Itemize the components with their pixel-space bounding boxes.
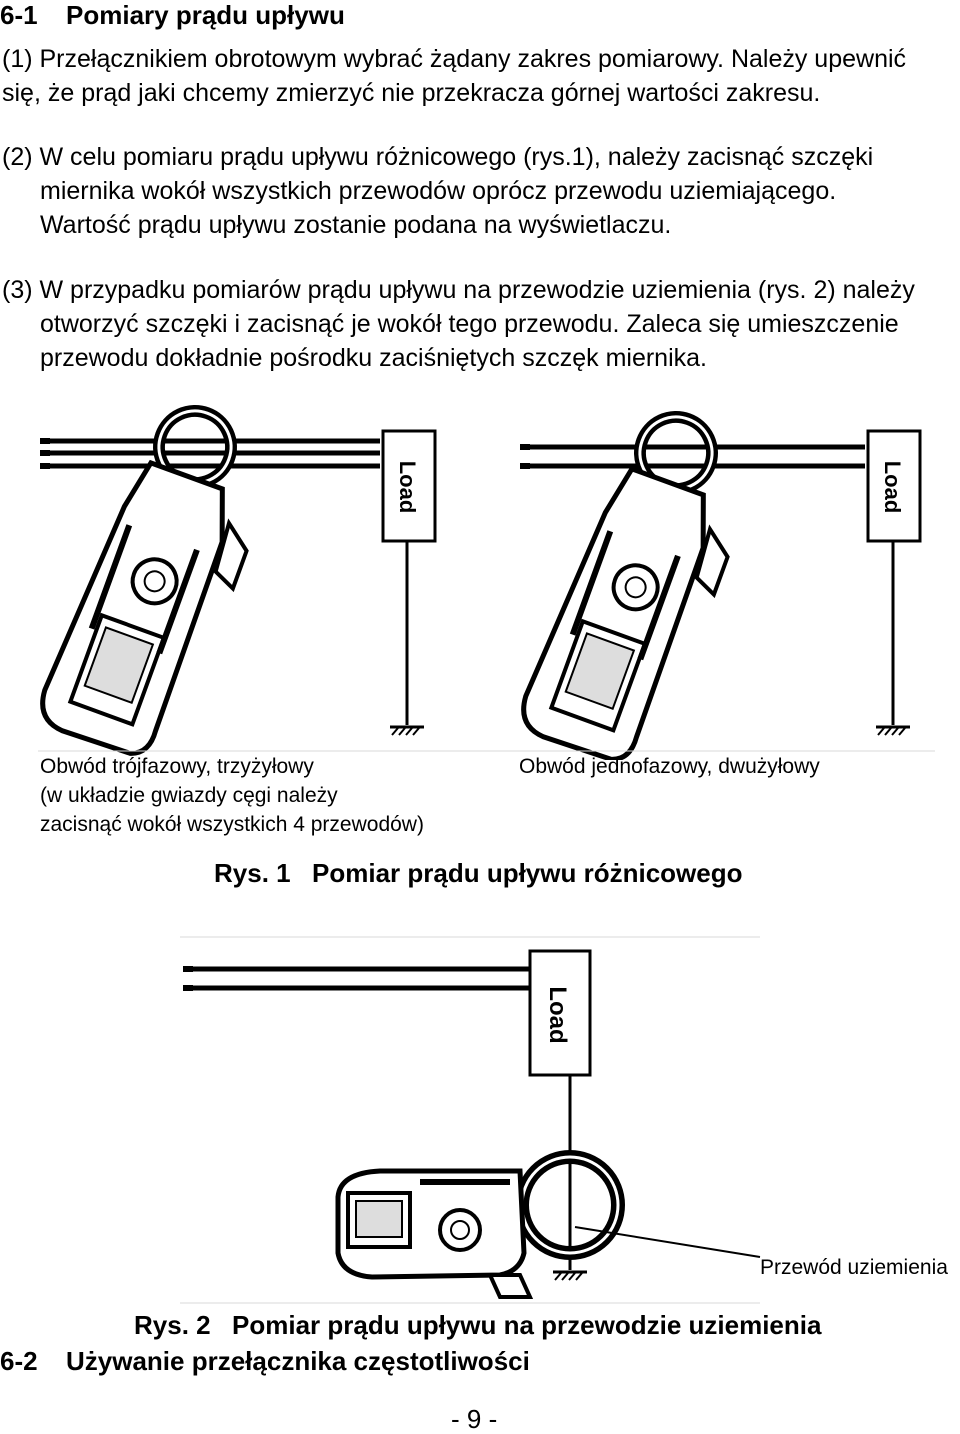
ground-symbol-icon — [553, 1270, 587, 1281]
clamp-meter-icon — [335, 1150, 625, 1299]
three-phase-wires — [40, 438, 380, 469]
section-title: Używanie przełącznika częstotliwości — [66, 1346, 530, 1376]
figure-2-title: Rys. 2 Pomiar prądu upływu na przewodzie … — [134, 1310, 821, 1340]
ground-wire-label: Przewód uziemienia — [760, 1253, 948, 1282]
section-number: 6-2 — [0, 1346, 38, 1376]
paragraph-line: (3) W przypadku pomiarów prądu upływu na… — [2, 276, 915, 304]
load-box: Load — [381, 429, 437, 543]
paragraph-line: się, że prąd jaki chcemy zmierzyć nie pr… — [2, 79, 821, 107]
figure-label: Rys. 2 — [134, 1310, 211, 1340]
paragraph-line: otworzyć szczęki i zacisnąć je wokół teg… — [40, 310, 899, 338]
ground-symbol-icon — [876, 725, 910, 736]
ground-wire-pointer — [574, 1226, 761, 1258]
single-phase-wires — [520, 444, 865, 469]
figure-label: Rys. 1 — [214, 858, 291, 888]
caption-line: Obwód trójfazowy, trzyżyłowy — [40, 755, 314, 778]
figure-2-diagram: Load — [180, 936, 761, 1304]
figure-title-text: Pomiar prądu upływu na przewodzie uziemi… — [232, 1310, 822, 1340]
figure-1-diagram: Load Load — [38, 405, 935, 760]
figure-title-text: Pomiar prądu upływu różnicowego — [312, 858, 743, 888]
figure-1-caption-left: Obwód trójfazowy, trzyżyłowy (w układzie… — [40, 752, 424, 839]
load-label: Load — [880, 461, 905, 514]
paragraph-3: (3) W przypadku pomiarów prądu upływu na… — [2, 273, 915, 375]
paragraph-line: Wartość prądu upływu zostanie podana na … — [40, 211, 672, 239]
figure-1-title: Rys. 1 Pomiar prądu upływu różnicowego — [214, 858, 743, 888]
section-title: Pomiary prądu upływu — [66, 0, 345, 30]
load-label: Load — [544, 986, 571, 1043]
section-number: 6-1 — [0, 0, 38, 30]
paragraph-line: (1) Przełącznikiem obrotowym wybrać żąda… — [2, 45, 907, 73]
figure-1-caption-right: Obwód jednofazowy, dwużyłowy — [519, 752, 820, 781]
paragraph-1: (1) Przełącznikiem obrotowym wybrać żąda… — [2, 42, 906, 110]
section-heading-6-2: 6-2 Używanie przełącznika częstotliwości — [0, 1346, 530, 1376]
caption-line: (w układzie gwiazdy cęgi należy — [40, 784, 338, 807]
paragraph-2: (2) W celu pomiaru prądu upływu różnicow… — [2, 140, 873, 242]
load-label: Load — [395, 461, 420, 514]
ground-symbol-icon — [390, 725, 424, 736]
supply-wires — [183, 966, 530, 991]
caption-line: zacisnąć wokół wszystkich 4 przewodów) — [40, 813, 424, 836]
caption-line: Obwód jednofazowy, dwużyłowy — [519, 755, 820, 778]
paragraph-line: (2) W celu pomiaru prądu upływu różnicow… — [2, 143, 874, 171]
section-heading-6-1: 6-1 Pomiary prądu upływu — [0, 0, 345, 30]
paragraph-line: miernika wokół wszystkich przewodów opró… — [40, 177, 837, 205]
load-box: Load — [866, 429, 922, 543]
load-box: Load — [528, 949, 592, 1077]
clamp-meter-icon — [521, 411, 730, 760]
page-number: - 9 - — [451, 1404, 498, 1434]
paragraph-line: przewodu dokładnie pośrodku zaciśniętych… — [40, 344, 707, 372]
caption-line: Przewód uziemienia — [760, 1256, 948, 1279]
clamp-meter-icon — [40, 405, 249, 756]
